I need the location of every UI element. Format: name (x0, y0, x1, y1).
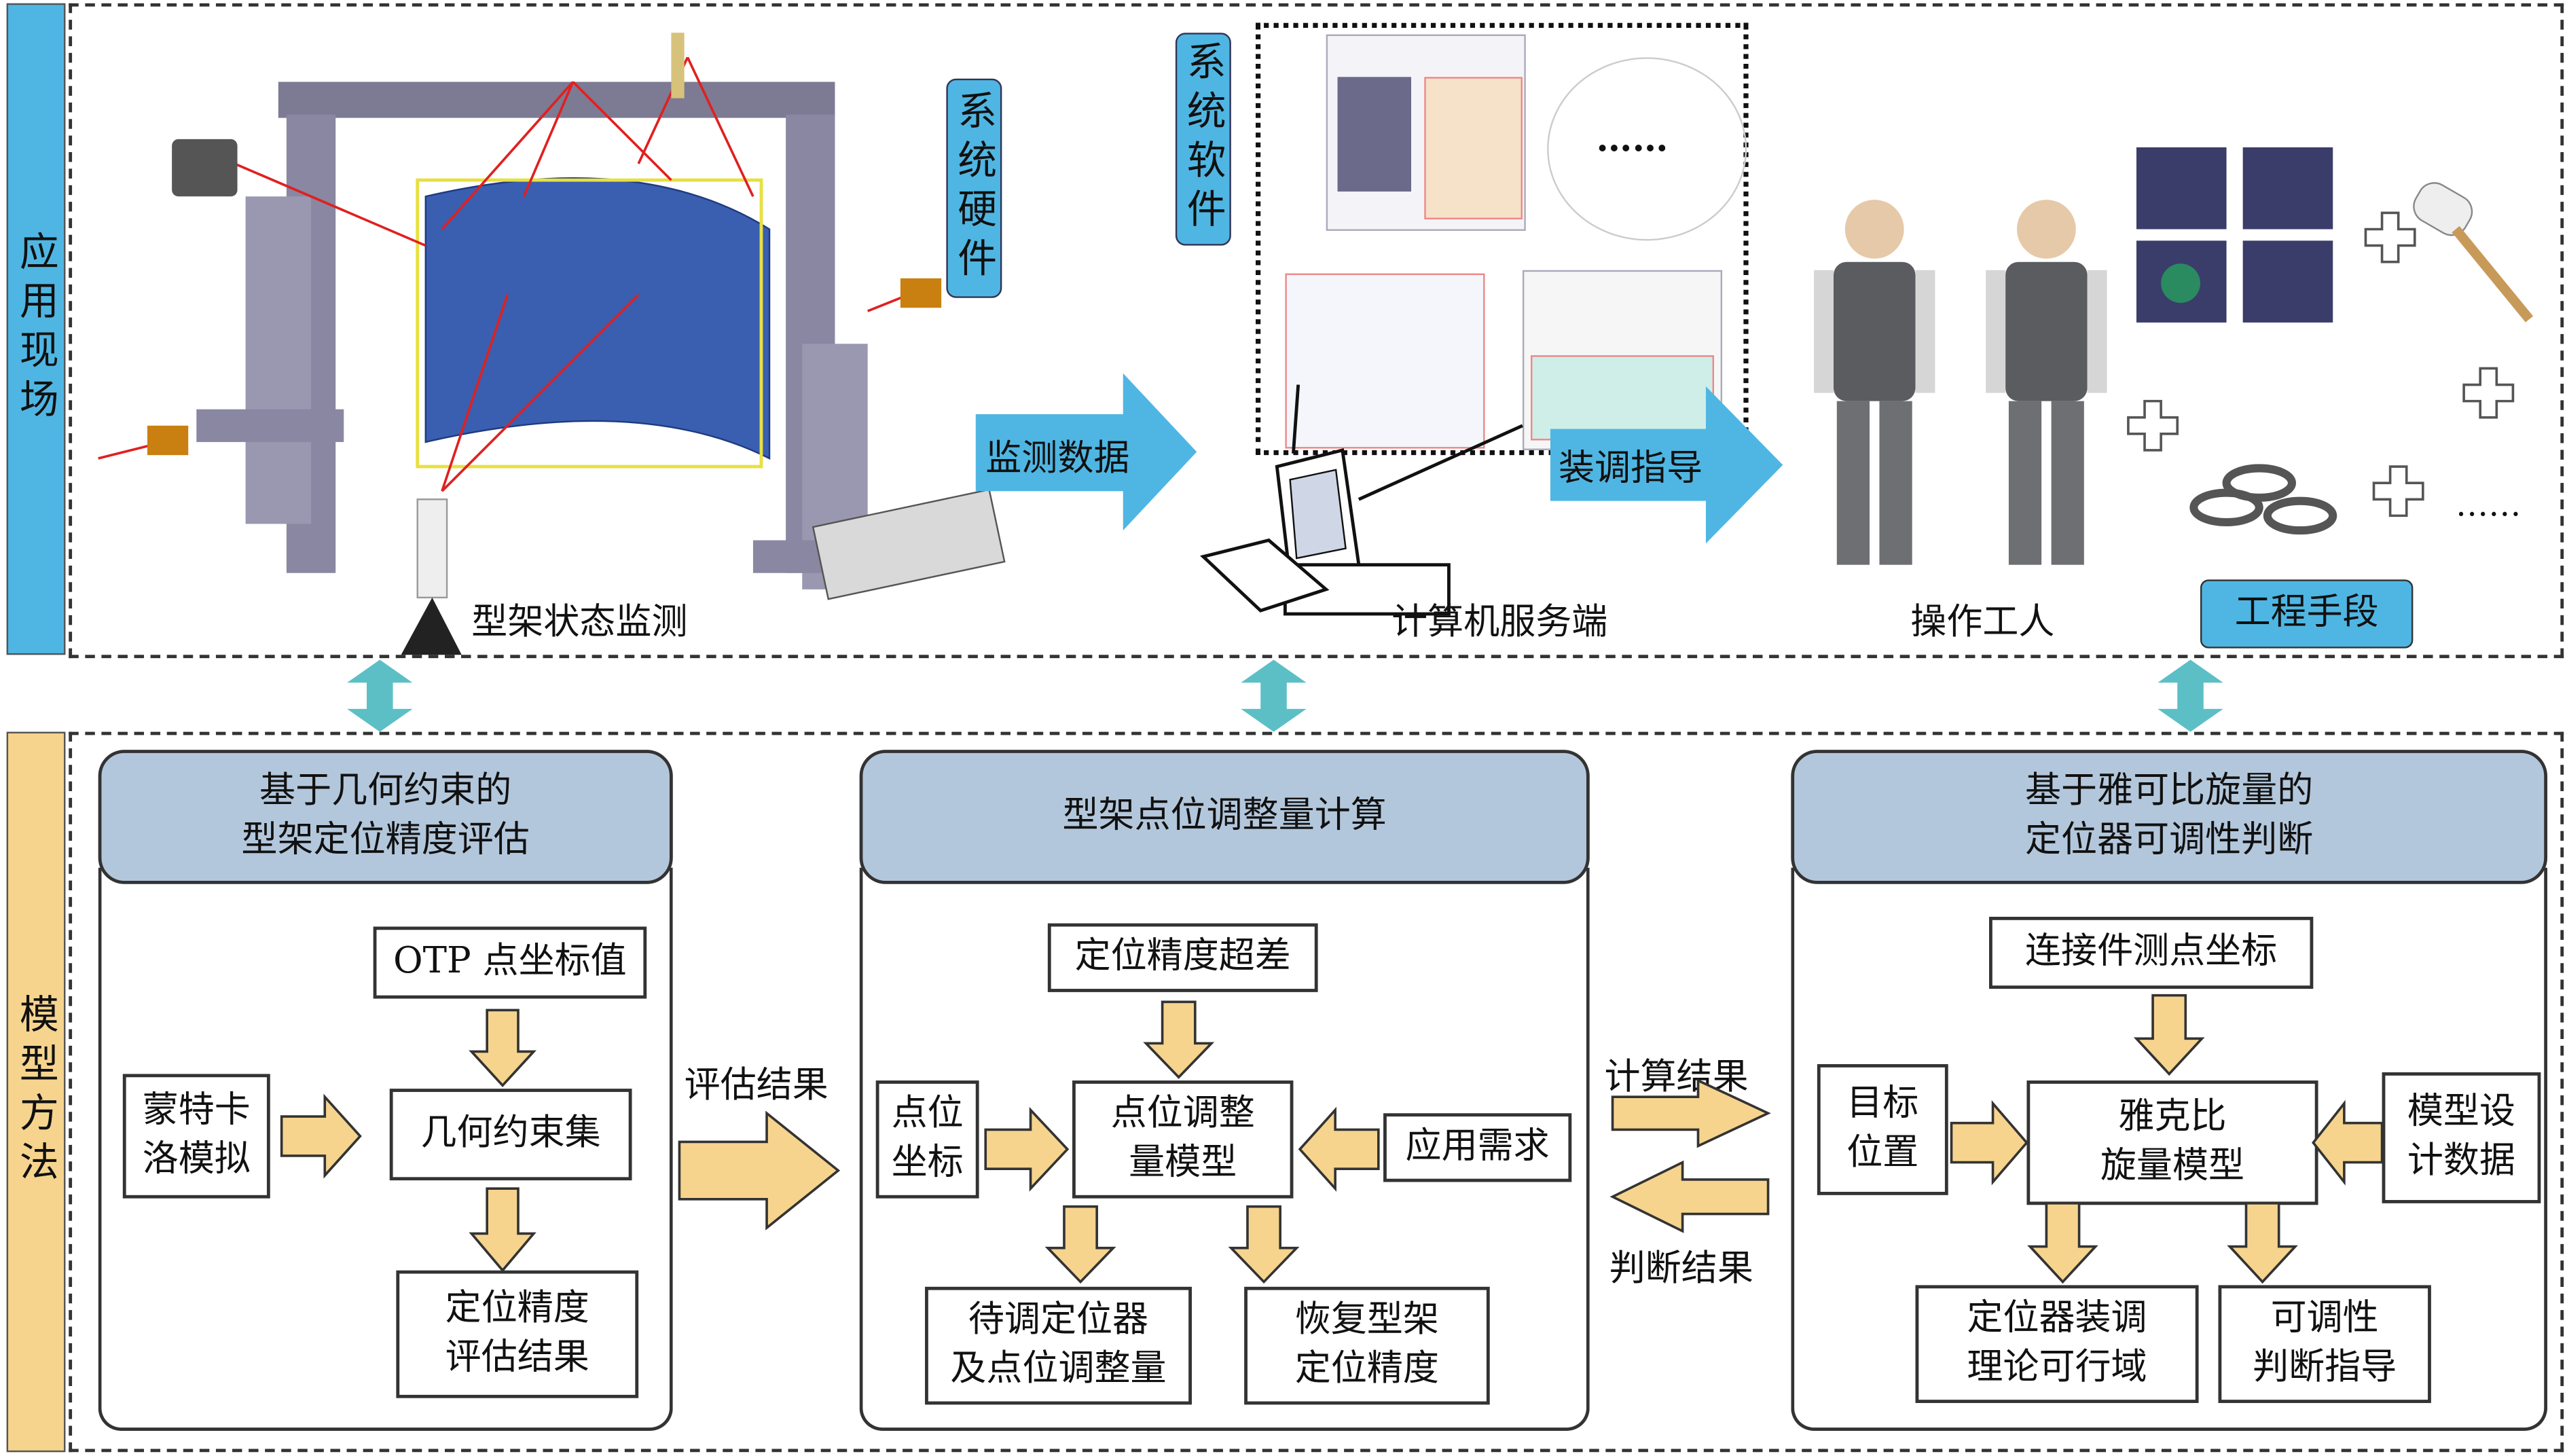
workers-caption: 操作工人 (1910, 602, 2055, 644)
otp-coords-box: OTP 点坐标值 (373, 926, 647, 999)
panel-adjustability-title: 基于雅可比旋量的 定位器可调性判断 (1791, 750, 2548, 884)
feasible-domain-box: 定位器装调 理论可行域 (1915, 1285, 2199, 1403)
monte-carlo-box: 蒙特卡 洛模拟 (122, 1074, 270, 1199)
method-section-label: 模型方法 (6, 731, 66, 1453)
engineering-label: 工程手段 (2200, 579, 2414, 649)
accuracy-exceed-box: 定位精度超差 (1047, 923, 1318, 992)
calc-result-label: 计算结果 (1604, 1057, 1749, 1099)
locator-adjustment-box: 待调定位器 及点位调整量 (925, 1286, 1192, 1405)
link-arrow-server (1241, 659, 1307, 732)
eval-result-label: 评估结果 (684, 1066, 829, 1107)
geometric-constraints-box: 几何约束集 (389, 1089, 632, 1181)
link-arrow-jig (347, 659, 413, 732)
hardware-label: 系统硬件 (946, 78, 1002, 298)
software-ellipsis: …… (1596, 117, 1669, 161)
method-section (69, 731, 2564, 1453)
application-section-label: 应用现场 (6, 3, 66, 655)
adjustability-guide-box: 可调性 判断指导 (2218, 1285, 2431, 1403)
tools-illustration (2127, 147, 2534, 535)
software-label: 系统软件 (1175, 33, 1231, 246)
panel-accuracy-eval-title: 基于几何约束的 型架定位精度评估 (98, 750, 673, 884)
guidance-label: 装调指导 (1558, 448, 1703, 490)
design-data-box: 模型设 计数据 (2382, 1072, 2541, 1203)
guidance-arrow (1550, 386, 1783, 544)
accuracy-result-box: 定位精度 评估结果 (396, 1270, 639, 1398)
panel-adjustment-calc-title: 型架点位调整量计算 (859, 750, 1590, 884)
link-arrow-workers (2158, 659, 2223, 732)
computer-icon (1200, 384, 1523, 616)
adjustment-model-box: 点位调整 量模型 (1072, 1080, 1294, 1199)
judge-result-label: 判断结果 (1609, 1249, 1753, 1290)
jig-illustration (98, 33, 1006, 655)
jig-caption: 型架状态监测 (471, 602, 688, 644)
connector-coords-box: 连接件测点坐标 (1989, 916, 2314, 989)
workers-illustration (1814, 200, 2107, 565)
plus-icon (2127, 211, 2515, 517)
application-section (69, 3, 2564, 659)
monitor-data-arrow (975, 373, 1197, 531)
tools-ellipsis: …… (2456, 484, 2522, 524)
target-position-box: 目标 位置 (1817, 1063, 1948, 1195)
point-coords-box: 点位 坐标 (875, 1080, 979, 1199)
jacobian-model-box: 雅克比 旋量模型 (2026, 1080, 2318, 1205)
monitor-data-label: 监测数据 (985, 439, 1130, 480)
app-requirement-box: 应用需求 (1383, 1113, 1572, 1182)
software-screens: …… (1256, 22, 1749, 456)
server-caption: 计算机服务端 (1391, 602, 1608, 644)
restore-accuracy-box: 恢复型架 定位精度 (1244, 1286, 1490, 1405)
